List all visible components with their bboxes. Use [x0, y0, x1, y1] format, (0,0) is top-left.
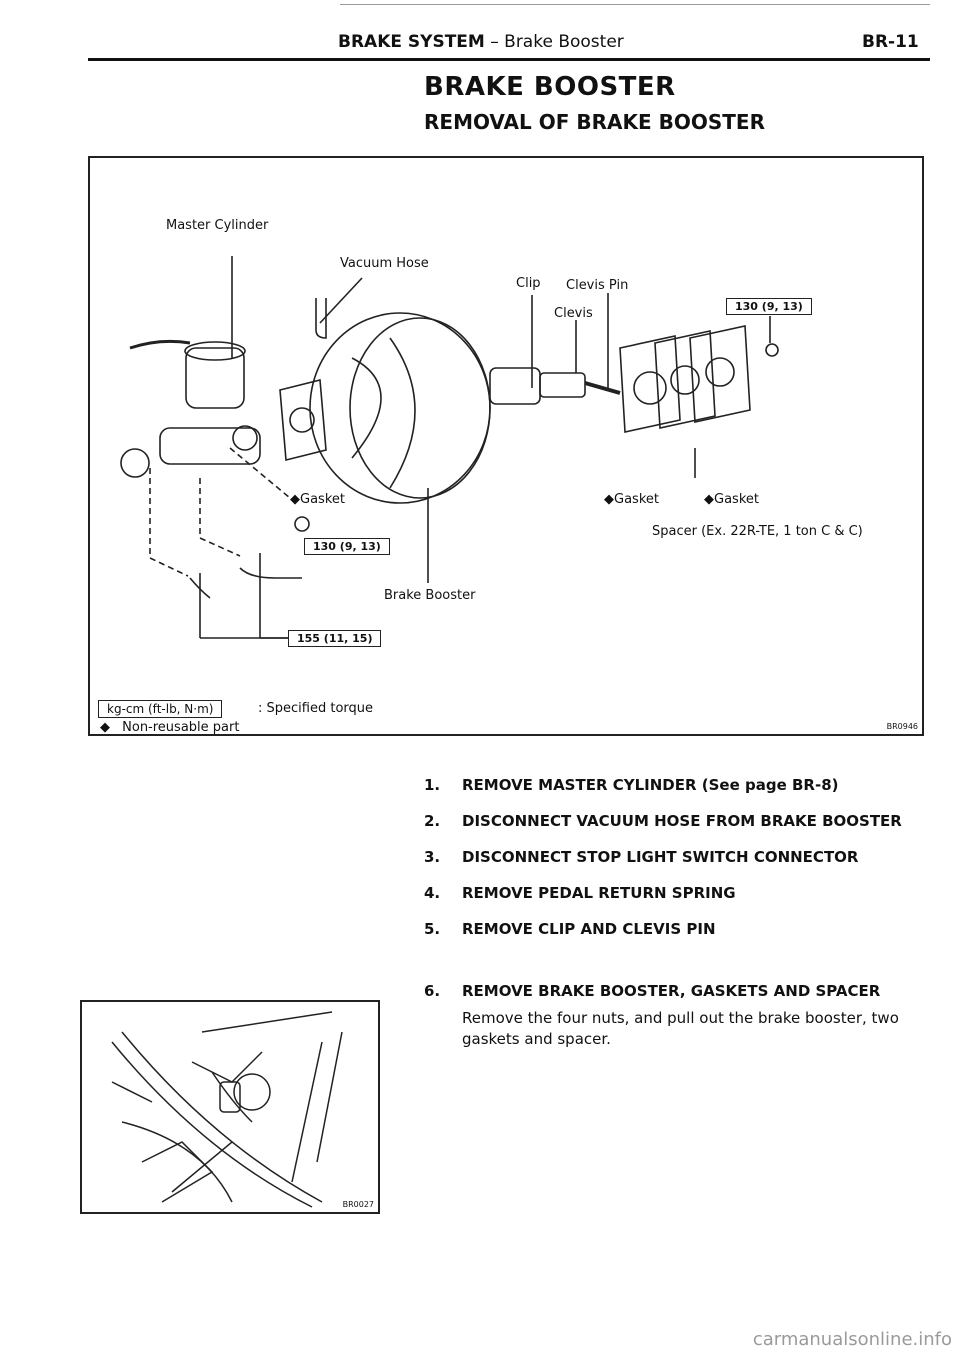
- label-spacer: Spacer (Ex. 22R-TE, 1 ton C & C): [652, 524, 863, 539]
- header-separator: –: [490, 32, 499, 52]
- nonreusable-diamond-icon: ◆: [704, 492, 714, 507]
- diagram-code: BR0946: [886, 722, 918, 731]
- legend-torque-text: : Specified torque: [258, 701, 374, 716]
- legend-torque-box: kg-cm (ft-lb, N·m): [98, 700, 223, 718]
- header-rule: [88, 58, 930, 61]
- step-2: 2.DISCONNECT VACUUM HOSE FROM BRAKE BOOS…: [424, 812, 902, 830]
- step-4: 4.REMOVE PEDAL RETURN SPRING: [424, 884, 736, 902]
- page-number: BR-11: [862, 32, 919, 52]
- step-5: 5.REMOVE CLIP AND CLEVIS PIN: [424, 920, 716, 938]
- nonreusable-diamond-icon: ◆: [100, 720, 110, 735]
- step-1: 1.REMOVE MASTER CYLINDER (See page BR-8): [424, 776, 839, 794]
- torque-spec-right: 130 (9, 13): [726, 298, 812, 315]
- header-section: BRAKE SYSTEM: [338, 32, 485, 52]
- step-6: 6.REMOVE BRAKE BOOSTER, GASKETS AND SPAC…: [424, 982, 881, 1000]
- illustration-code: BR0027: [342, 1200, 374, 1209]
- legend-nonreusable: ◆ Non-reusable part: [100, 720, 240, 735]
- nonreusable-diamond-icon: ◆: [290, 492, 300, 507]
- diagram-drawing: [120, 256, 779, 639]
- label-clevis: Clevis: [554, 306, 593, 321]
- header-top-rule: [340, 4, 930, 5]
- step-3: 3.DISCONNECT STOP LIGHT SWITCH CONNECTOR: [424, 848, 859, 866]
- label-clevis-pin: Clevis Pin: [566, 278, 629, 293]
- label-master-cylinder: Master Cylinder: [166, 218, 269, 233]
- illustration-drawing: [111, 1011, 343, 1208]
- label-brake-booster: Brake Booster: [384, 588, 476, 603]
- label-gasket-left: ◆Gasket: [290, 492, 345, 507]
- torque-spec-bottom: 155 (11, 15): [288, 630, 382, 647]
- page-title: BRAKE BOOSTER: [424, 72, 676, 102]
- label-clip: Clip: [516, 276, 541, 291]
- header-subsection: Brake Booster: [504, 32, 624, 52]
- exploded-diagram: Master Cylinder Vacuum Hose Clip Clevis …: [88, 156, 924, 736]
- removal-illustration: BR0027: [80, 1000, 380, 1214]
- running-header: BRAKE SYSTEM – Brake Booster: [338, 32, 624, 52]
- label-gasket-mid: ◆Gasket: [604, 492, 659, 507]
- page-subtitle: REMOVAL OF BRAKE BOOSTER: [424, 110, 765, 134]
- torque-spec-left: 130 (9, 13): [304, 538, 390, 555]
- site-watermark: carmanualsonline.info: [752, 1329, 952, 1350]
- label-gasket-right: ◆Gasket: [704, 492, 759, 507]
- step-6-description: Remove the four nuts, and pull out the b…: [462, 1009, 899, 1048]
- label-vacuum-hose: Vacuum Hose: [340, 256, 429, 271]
- nonreusable-diamond-icon: ◆: [604, 492, 614, 507]
